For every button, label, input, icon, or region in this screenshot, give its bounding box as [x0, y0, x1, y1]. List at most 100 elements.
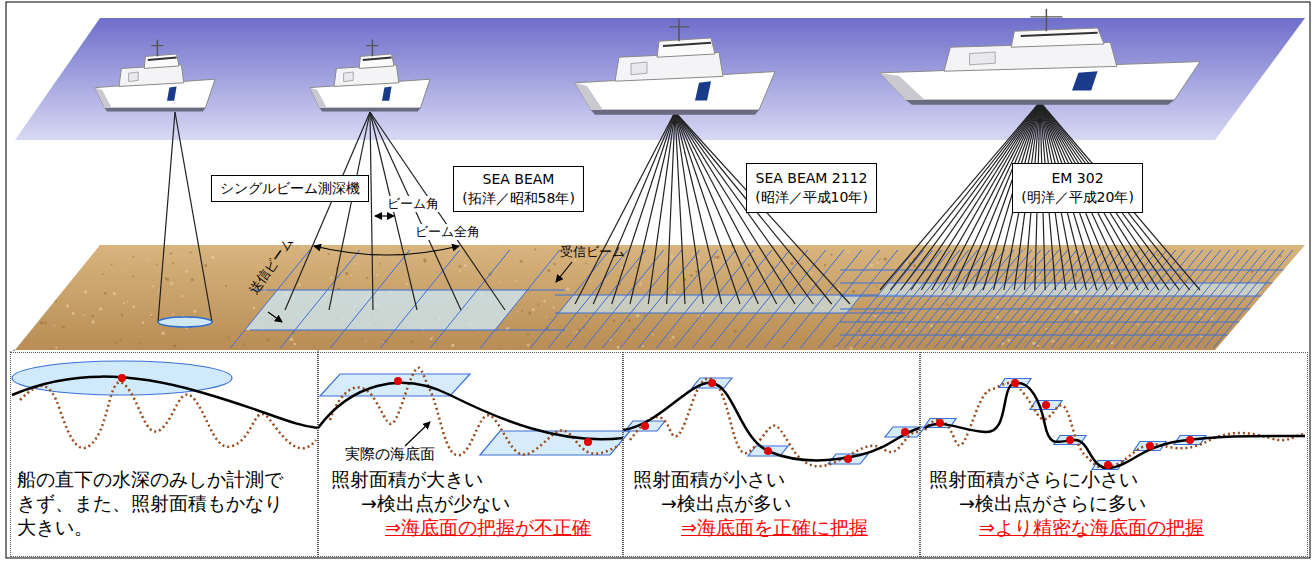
sand-grain	[870, 264, 873, 267]
ship-funnel	[631, 62, 647, 75]
sand-grain	[1091, 257, 1092, 258]
sand-grain	[69, 262, 71, 264]
sand-grain	[302, 247, 304, 249]
sand-grain	[146, 258, 148, 260]
instrument-name: シングルビーム測深機	[218, 179, 362, 198]
sand-grain	[852, 290, 856, 294]
transmit-beam-line	[250, 290, 565, 291]
instrument-label: SEA BEAM(拓洋／昭和58年)	[453, 166, 584, 212]
sand-grain	[1052, 340, 1055, 343]
sand-grain	[884, 346, 886, 348]
sand-grain	[642, 345, 644, 347]
sand-grain	[568, 268, 570, 270]
sand-grain	[628, 319, 631, 322]
sand-grain	[1033, 249, 1035, 251]
sand-grain	[193, 310, 196, 313]
beam-fans	[158, 102, 1200, 327]
ship-mast	[678, 19, 680, 41]
beam-angle-label: ビーム角	[386, 196, 440, 212]
sand-grain	[884, 258, 887, 261]
detected-point	[584, 438, 592, 446]
sand-grain	[876, 285, 878, 287]
sand-grain	[379, 263, 381, 265]
sand-grain	[114, 341, 117, 344]
detected-point	[1186, 436, 1194, 444]
detected-point	[118, 374, 126, 382]
beam-line	[612, 112, 675, 304]
sand-grain	[494, 253, 495, 254]
sand-grain	[1159, 299, 1161, 301]
sand-grain	[410, 340, 414, 344]
sand-grain	[1075, 310, 1078, 313]
ship-funnel	[129, 72, 139, 82]
sand-grain	[171, 301, 172, 302]
sand-grain	[26, 279, 28, 281]
receive-beam-line	[782, 250, 861, 348]
ship-windows	[1021, 33, 1098, 36]
sand-grain	[54, 290, 58, 294]
receive-beam-line	[1213, 250, 1292, 348]
receive-beam-line	[764, 250, 843, 348]
transmit-beam-line	[840, 322, 1305, 323]
sand-grain	[152, 285, 154, 287]
leader-arrow	[268, 312, 282, 322]
sand-grain	[1045, 328, 1047, 330]
beam-line	[667, 112, 675, 304]
sand-grain	[132, 276, 134, 278]
detected-point	[764, 447, 772, 455]
sand-grain	[1024, 248, 1026, 250]
sand-grain	[443, 342, 444, 343]
receive-beam-line	[1042, 250, 1121, 348]
receive-beam-line	[380, 250, 459, 348]
instrument-name: SEA BEAM 2112	[753, 169, 870, 188]
actual-seafloor-line	[925, 383, 1305, 468]
sand-grain	[1102, 247, 1104, 249]
sand-grain	[156, 264, 158, 266]
ship-waterline	[105, 108, 206, 112]
sand-grain	[500, 245, 502, 247]
sand-grain	[1052, 306, 1055, 309]
beam-angle-arrow	[375, 215, 394, 216]
sand-grain	[715, 259, 717, 261]
sand-grain	[173, 344, 176, 347]
receive-beam-line	[728, 250, 807, 348]
outer-frame	[6, 2, 1310, 558]
sand-grain	[824, 264, 826, 266]
sand-grain	[71, 245, 74, 248]
sand-grain	[549, 318, 551, 320]
sand-grain	[366, 277, 368, 279]
leader-arrow	[405, 422, 430, 446]
receive-beam-line	[1069, 250, 1148, 348]
receive-beam-line	[1123, 250, 1202, 348]
receive-beam-line	[548, 250, 627, 348]
sand-grain	[204, 264, 207, 267]
measured-seafloor-line	[925, 383, 1305, 468]
sand-grain	[618, 275, 620, 277]
sand-grain	[613, 340, 614, 341]
sand-grain	[589, 281, 591, 283]
sand-grain	[119, 338, 121, 340]
instrument-label: SEA BEAM 2112(昭洋／平成10年)	[746, 163, 877, 213]
sand-grain	[451, 344, 454, 347]
conclusion-text: ⇒海底面を正確に把握	[681, 515, 868, 539]
sand-grain	[30, 324, 33, 327]
sand-grain	[1089, 328, 1092, 331]
ship-waterline	[320, 108, 421, 112]
receive-beam-line	[638, 250, 717, 348]
sand-grain	[850, 347, 853, 350]
sand-grain	[1280, 332, 1282, 334]
detected-point	[708, 379, 716, 387]
detected-point	[1066, 436, 1074, 444]
receive-beam-line	[1186, 250, 1265, 348]
beam-line	[370, 112, 373, 310]
transmit-beam-line	[555, 313, 905, 314]
sand-grain	[1291, 296, 1294, 299]
sand-grain	[403, 262, 404, 263]
sand-grain	[566, 287, 569, 290]
receive-beam-line	[1168, 250, 1247, 348]
sand-grain	[166, 278, 169, 281]
receive-beam-line	[1204, 250, 1283, 348]
sand-grain	[99, 307, 102, 310]
ship-stripe	[382, 86, 392, 100]
ship-hull-shade	[310, 88, 327, 108]
